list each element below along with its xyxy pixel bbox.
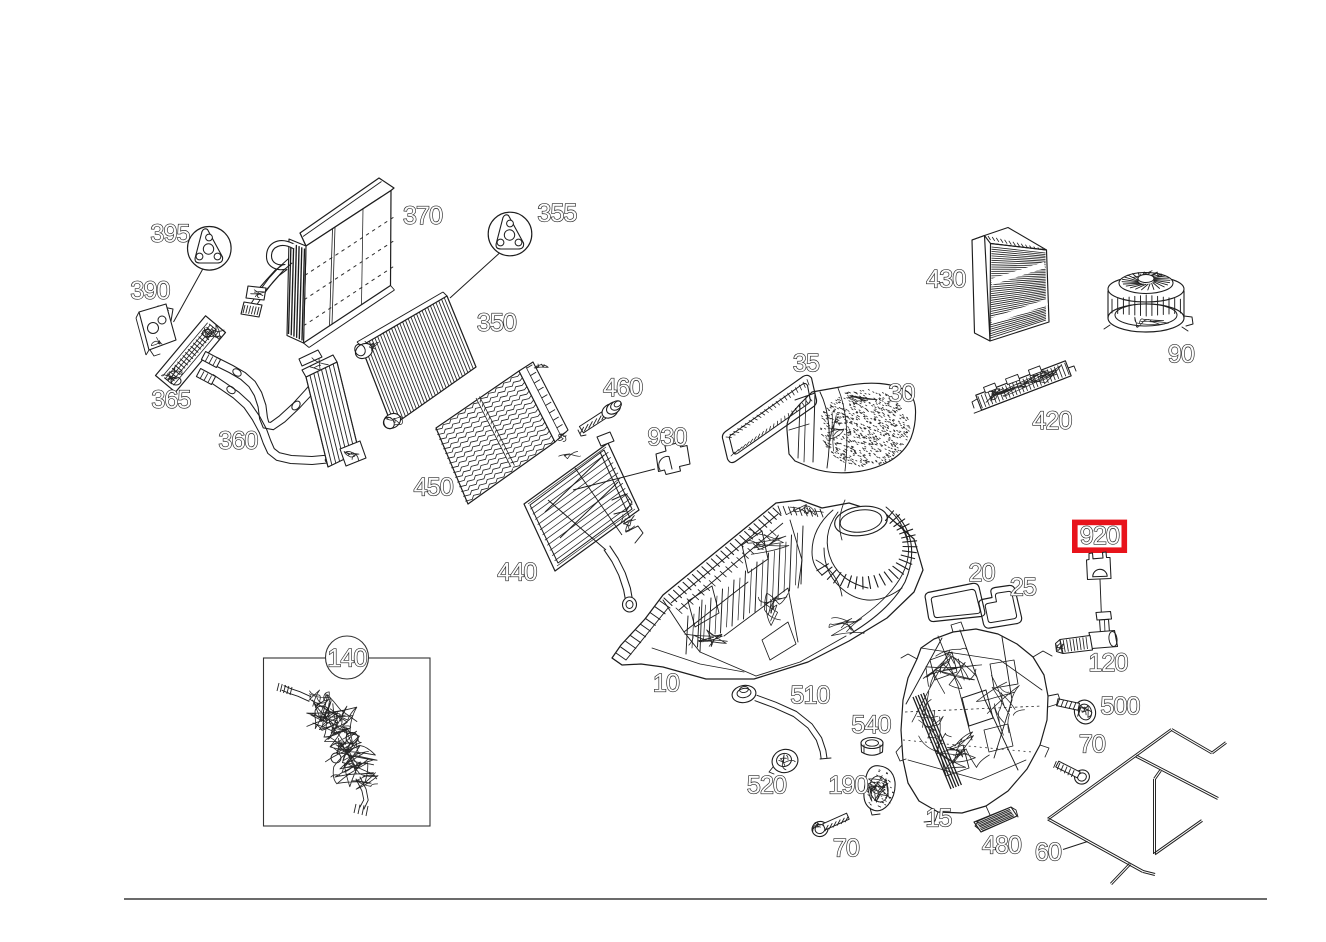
- svg-text:365: 365: [151, 386, 190, 414]
- svg-text:450: 450: [414, 474, 453, 502]
- svg-text:920: 920: [1080, 522, 1119, 550]
- svg-text:480: 480: [982, 832, 1021, 860]
- svg-text:350: 350: [477, 309, 516, 337]
- svg-text:60: 60: [1035, 839, 1061, 867]
- svg-text:390: 390: [130, 277, 169, 305]
- svg-text:190: 190: [828, 772, 867, 800]
- svg-text:70: 70: [1079, 731, 1105, 759]
- svg-text:15: 15: [925, 805, 951, 833]
- svg-text:360: 360: [218, 427, 257, 455]
- svg-text:35: 35: [793, 350, 819, 378]
- svg-text:440: 440: [497, 559, 536, 587]
- svg-text:420: 420: [1032, 407, 1071, 435]
- svg-text:10: 10: [653, 670, 679, 698]
- svg-text:395: 395: [150, 220, 189, 248]
- svg-text:120: 120: [1088, 649, 1127, 677]
- svg-text:25: 25: [1010, 574, 1036, 602]
- svg-text:540: 540: [851, 711, 890, 739]
- svg-text:460: 460: [603, 374, 642, 402]
- svg-text:500: 500: [1100, 693, 1139, 721]
- svg-text:20: 20: [968, 559, 994, 587]
- svg-text:90: 90: [1168, 341, 1194, 369]
- svg-text:140: 140: [327, 645, 366, 673]
- svg-text:930: 930: [647, 424, 686, 452]
- svg-text:70: 70: [833, 835, 859, 863]
- svg-text:355: 355: [537, 200, 576, 228]
- svg-text:510: 510: [790, 682, 829, 710]
- svg-text:520: 520: [747, 772, 786, 800]
- svg-text:370: 370: [403, 202, 442, 230]
- svg-text:30: 30: [888, 380, 914, 408]
- svg-text:430: 430: [926, 266, 965, 294]
